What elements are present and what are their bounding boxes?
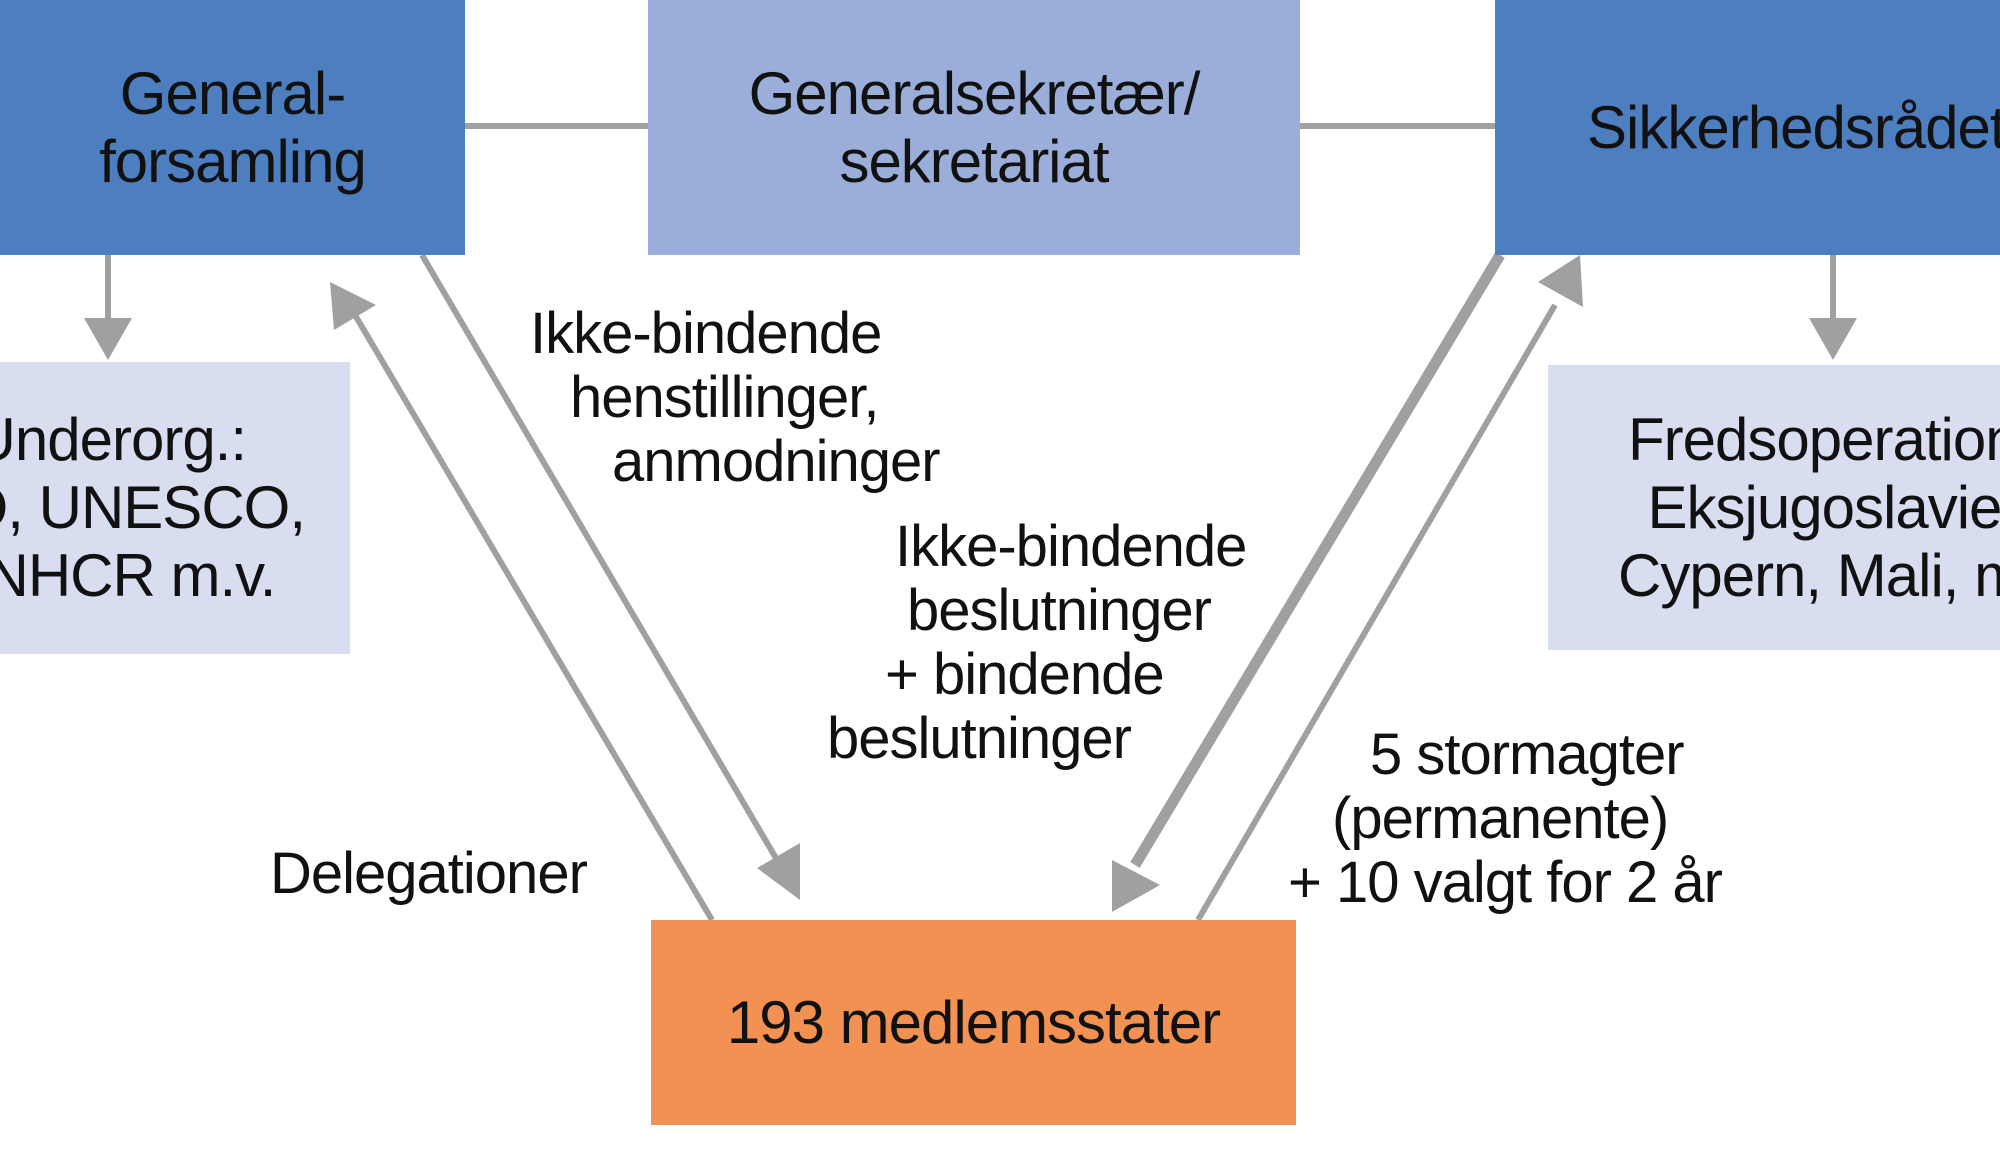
delegations-line1: Delegationer [270, 841, 588, 906]
sub-orgs-line1: Underorg.: [0, 406, 247, 473]
secretariat-line1: Generalsekretær/ [748, 59, 1201, 127]
sc-dec-line4: beslutninger [827, 706, 1132, 771]
sc-dec-line3: + bindende [885, 642, 1165, 707]
arrow-ga-to-suborgs-head [84, 318, 132, 360]
sc-comp-line1: 5 stormagter [1370, 722, 1685, 787]
sub-organizations-box: Underorg.: ILO, UNESCO, UNHCR m.v. [0, 362, 350, 654]
security-council-box: Sikkerhedsrådet [1495, 0, 2000, 255]
ga-rec-line1: Ikke-bindende [530, 301, 882, 366]
ga-rec-line2: henstillinger, [570, 365, 879, 430]
general-assembly-box: General- forsamling [0, 0, 465, 255]
label-sc-decisions: Ikke-bindende beslutninger + bindende be… [815, 515, 1255, 771]
sc-dec-line1: Ikke-bindende [895, 514, 1247, 579]
peace-ops-line2: Eksjugoslavien, [1647, 473, 2000, 541]
arrow-ga-to-members-shaft [419, 253, 783, 867]
label-delegations: Delegationer [270, 842, 610, 906]
security-council-line1: Sikkerhedsrådet [1587, 93, 2000, 161]
member-states-box: 193 medlemsstater [651, 920, 1296, 1125]
sc-comp-line2: (permanente) [1332, 786, 1669, 851]
secretariat-box: Generalsekretær/ sekretariat [648, 0, 1300, 255]
arrow-members-to-sc-shaft [1195, 303, 1558, 922]
general-assembly-line2: forsamling [99, 127, 367, 195]
member-states-line1: 193 medlemsstater [726, 988, 1221, 1056]
general-assembly-line1: General- [119, 59, 346, 127]
sub-orgs-line3: UNHCR m.v. [0, 542, 276, 609]
arrow-members-to-ga-shaft [352, 313, 715, 922]
sc-dec-line2: beslutninger [907, 578, 1212, 643]
peace-operations-box: Fredsoperationer Eksjugoslavien, Cypern,… [1548, 365, 2000, 650]
sc-comp-line3: + 10 valgt for 2 år [1288, 850, 1723, 915]
arrow-sc-to-members-shaft [1130, 252, 1505, 868]
arrow-sc-to-peaceops-head [1809, 318, 1857, 360]
arrow-members-to-sc-head [1538, 255, 1583, 307]
secretariat-line2: sekretariat [839, 127, 1109, 195]
ga-rec-line3: anmodninger [612, 429, 941, 494]
peace-ops-line3: Cypern, Mali, m.v. [1618, 541, 2000, 609]
arrow-members-to-ga-head [330, 282, 376, 330]
arrow-ga-to-members-head [757, 843, 800, 900]
label-sc-composition: 5 stormagter (permanente) + 10 valgt for… [1285, 723, 1745, 915]
sub-orgs-line2: ILO, UNESCO, [0, 474, 306, 541]
peace-ops-line1: Fredsoperationer [1628, 405, 2000, 473]
arrow-sc-to-members-head [1112, 860, 1160, 912]
label-ga-recommendations: Ikke-bindende henstillinger, anmodninger [520, 302, 950, 494]
